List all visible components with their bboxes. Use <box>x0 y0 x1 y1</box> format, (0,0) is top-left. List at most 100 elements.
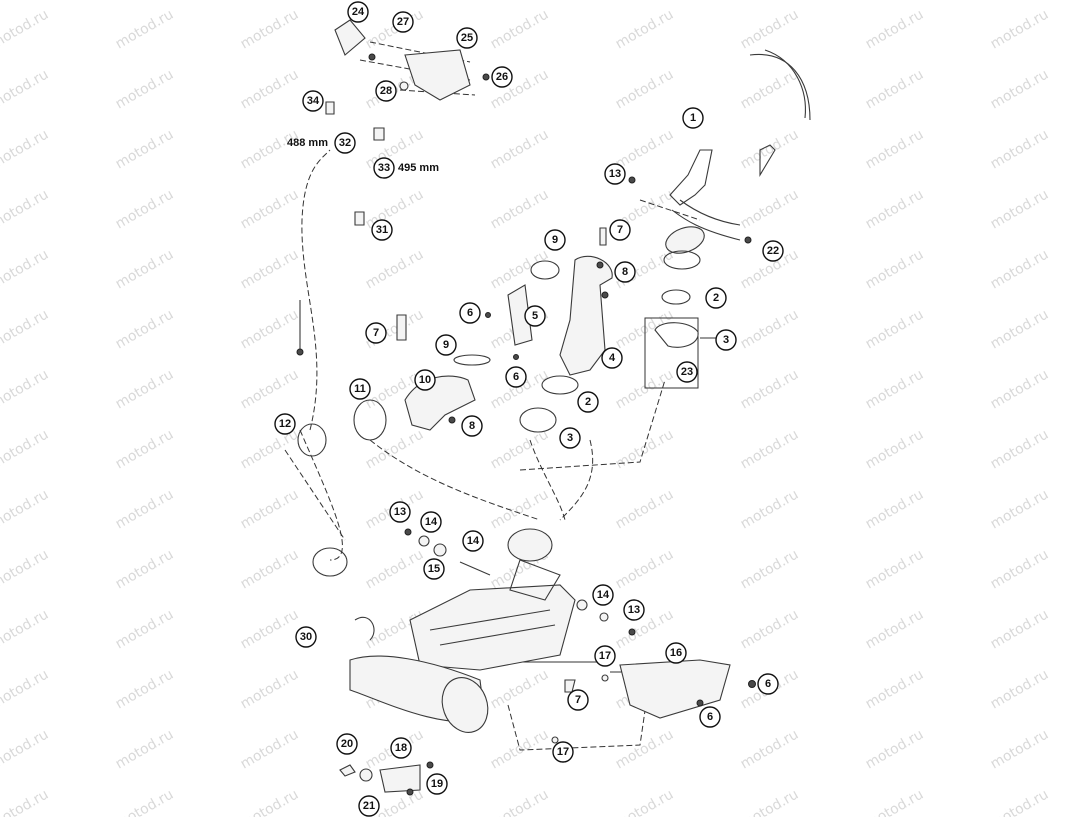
svg-text:11: 11 <box>354 383 366 395</box>
callout-10: 10 <box>414 369 436 391</box>
leader-lines <box>284 41 716 751</box>
svg-text:15: 15 <box>428 563 440 575</box>
callout-13: 13 <box>389 501 411 523</box>
svg-text:12: 12 <box>279 418 291 430</box>
svg-text:24: 24 <box>352 6 365 18</box>
callout-17: 17 <box>552 741 574 763</box>
svg-text:30: 30 <box>300 631 312 643</box>
callout-5: 5 <box>524 305 546 327</box>
callout-22: 22 <box>762 240 784 262</box>
callout-6: 6 <box>505 366 527 388</box>
callout-7: 7 <box>567 689 589 711</box>
svg-text:8: 8 <box>469 420 475 432</box>
svg-text:14: 14 <box>597 589 610 601</box>
svg-text:3: 3 <box>723 334 729 346</box>
svg-text:16: 16 <box>670 647 682 659</box>
callout-18: 18 <box>390 737 412 759</box>
svg-text:6: 6 <box>765 678 771 690</box>
svg-text:13: 13 <box>394 506 406 518</box>
callout-19: 19 <box>426 773 448 795</box>
callout-2: 2 <box>577 391 599 413</box>
callout-7: 7 <box>365 322 387 344</box>
callout-34: 34 <box>302 90 324 112</box>
svg-text:21: 21 <box>363 800 375 812</box>
svg-text:2: 2 <box>713 292 719 304</box>
callout-1: 1 <box>682 107 704 129</box>
callout-14: 14 <box>420 511 442 533</box>
callout-21: 21 <box>358 795 380 817</box>
dimension-label-488: 488 mm <box>287 137 328 149</box>
callout-8: 8 <box>461 415 483 437</box>
callout-13: 13 <box>604 163 626 185</box>
svg-text:9: 9 <box>552 234 558 246</box>
svg-text:10: 10 <box>419 374 431 386</box>
svg-text:18: 18 <box>395 742 407 754</box>
tailpipe-section <box>628 49 811 348</box>
callout-12: 12 <box>274 413 296 435</box>
svg-text:8: 8 <box>622 266 628 278</box>
svg-text:19: 19 <box>431 778 443 790</box>
svg-text:5: 5 <box>532 310 538 322</box>
callout-23: 23 <box>676 361 698 383</box>
callout-group: 1 2 2 3 3 4 5 6 6 6 6 7 7 7 8 8 9 9 10 1… <box>274 1 784 817</box>
svg-text:17: 17 <box>599 650 611 662</box>
callout-30: 30 <box>295 626 317 648</box>
callout-33: 33 <box>373 157 395 179</box>
svg-text:22: 22 <box>767 245 779 257</box>
svg-text:1: 1 <box>690 112 696 124</box>
downpipe-assembly <box>485 227 613 433</box>
svg-text:9: 9 <box>443 339 449 351</box>
callout-6: 6 <box>757 673 779 695</box>
callout-17: 17 <box>594 645 616 667</box>
callout-8: 8 <box>614 261 636 283</box>
callout-13: 13 <box>623 599 645 621</box>
callout-6: 6 <box>459 302 481 324</box>
svg-text:17: 17 <box>557 746 569 758</box>
svg-text:2: 2 <box>585 396 591 408</box>
svg-text:7: 7 <box>575 694 581 706</box>
svg-text:6: 6 <box>707 711 713 723</box>
svg-text:27: 27 <box>397 16 409 28</box>
callout-31: 31 <box>371 219 393 241</box>
callout-3: 3 <box>715 329 737 351</box>
svg-text:26: 26 <box>496 71 508 83</box>
sensor-bracket <box>296 19 490 356</box>
callout-2: 2 <box>705 287 727 309</box>
heat-shield <box>619 659 756 719</box>
front-manifold <box>297 314 491 577</box>
callout-27: 27 <box>392 11 414 33</box>
svg-text:13: 13 <box>628 604 640 616</box>
muffler-body <box>349 528 576 733</box>
callout-3: 3 <box>559 427 581 449</box>
callout-6: 6 <box>699 706 721 728</box>
callout-7: 7 <box>609 219 631 241</box>
svg-text:14: 14 <box>425 516 438 528</box>
callout-15: 15 <box>423 558 445 580</box>
svg-text:3: 3 <box>567 432 573 444</box>
callout-11: 11 <box>349 378 371 400</box>
callout-4: 4 <box>601 347 623 369</box>
callout-14: 14 <box>592 584 614 606</box>
svg-text:25: 25 <box>461 32 473 44</box>
callout-25: 25 <box>456 27 478 49</box>
svg-text:6: 6 <box>467 307 473 319</box>
svg-text:31: 31 <box>376 224 388 236</box>
svg-text:20: 20 <box>341 738 353 750</box>
svg-text:28: 28 <box>380 85 392 97</box>
svg-text:33: 33 <box>378 162 390 174</box>
dimension-label-495: 495 mm <box>398 162 439 174</box>
svg-text:13: 13 <box>609 168 621 180</box>
svg-text:7: 7 <box>373 327 379 339</box>
callout-24: 24 <box>347 1 369 23</box>
callout-14: 14 <box>462 530 484 552</box>
svg-text:34: 34 <box>307 95 320 107</box>
svg-text:7: 7 <box>617 224 623 236</box>
callout-26: 26 <box>491 66 513 88</box>
svg-text:23: 23 <box>681 366 693 378</box>
callout-16: 16 <box>665 642 687 664</box>
svg-text:32: 32 <box>339 137 351 149</box>
svg-text:4: 4 <box>609 352 616 364</box>
callout-20: 20 <box>336 733 358 755</box>
